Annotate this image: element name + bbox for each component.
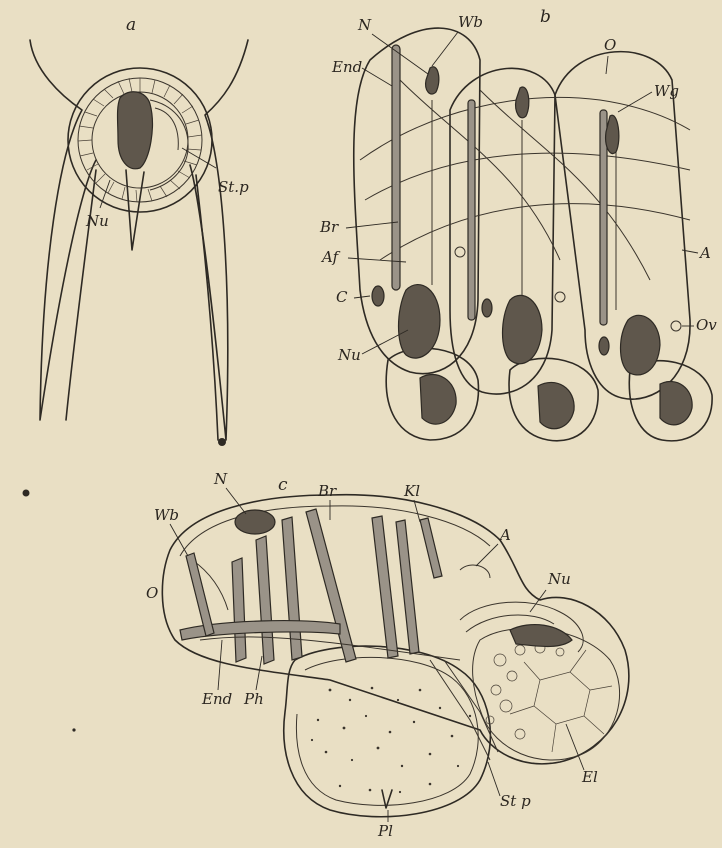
label-c-n: N	[213, 470, 228, 488]
placenta-stipple	[311, 687, 471, 793]
label-b-o: O	[604, 36, 616, 54]
cell-mesh	[486, 643, 612, 752]
label-c-o: O	[146, 584, 158, 602]
label-b-br: Br	[319, 218, 339, 236]
label-c-br: Br	[317, 482, 337, 500]
panel-c: c	[146, 470, 629, 840]
panel-b-title: b	[540, 7, 551, 27]
label-c-el: El	[581, 768, 598, 786]
label-c-a: A	[498, 526, 511, 544]
panel-b: b	[319, 7, 717, 441]
panel-c-title: c	[278, 475, 288, 495]
label-c-ph: Ph	[243, 690, 264, 708]
label-b-wg: Wg	[654, 82, 679, 100]
label-b-nu: Nu	[337, 346, 361, 364]
label-a-stp: St.p	[218, 178, 249, 196]
label-c-stp: St p	[500, 792, 531, 810]
label-b-end: End	[331, 58, 362, 76]
label-c-nu: Nu	[547, 570, 571, 588]
label-a-nu: Nu	[85, 212, 109, 230]
label-b-ov: Ov	[696, 316, 717, 334]
label-c-kl: Kl	[403, 482, 420, 500]
label-b-a: A	[698, 244, 711, 262]
label-c-wb: Wb	[154, 506, 179, 524]
label-b-c: C	[336, 288, 348, 306]
panel-a-title: a	[126, 15, 136, 35]
label-c-pl: Pl	[377, 822, 393, 840]
label-b-af: Af	[320, 248, 341, 266]
label-b-wb: Wb	[458, 13, 483, 31]
label-b-n: N	[357, 16, 372, 34]
label-c-end: End	[201, 690, 232, 708]
panel-a: a St.p Nu	[30, 15, 249, 446]
